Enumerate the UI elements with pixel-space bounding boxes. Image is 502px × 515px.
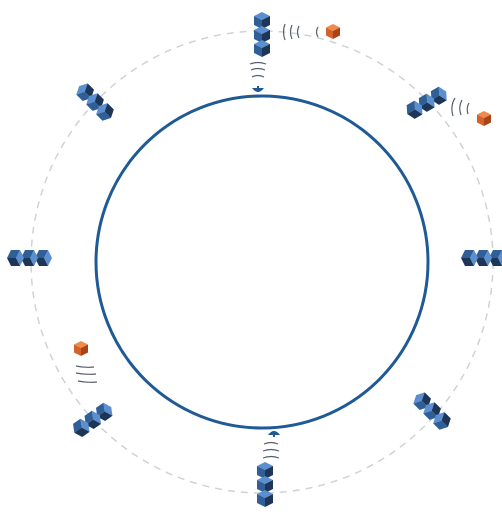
debris-top xyxy=(326,24,340,39)
ground-station-top-icon xyxy=(252,86,264,92)
satellite-left xyxy=(7,250,52,266)
ground-station-bottom-icon xyxy=(268,431,280,437)
signal-waves-left-icon xyxy=(76,366,97,382)
planet-circle xyxy=(96,96,428,428)
satellite-bottom-left xyxy=(70,400,116,439)
satellite-bottom xyxy=(257,462,273,507)
satellite-bottom-right xyxy=(410,389,453,432)
debris-left xyxy=(74,341,88,356)
satellite-top xyxy=(254,12,270,57)
satellite-top-right xyxy=(403,85,450,121)
satellite-right xyxy=(461,250,502,266)
uplink-signal-bottom-icon xyxy=(263,443,279,459)
debris-right xyxy=(477,111,491,126)
signal-waves-right-icon xyxy=(452,98,469,116)
uplink-signal-top-icon xyxy=(250,63,266,78)
signal-waves-top-icon xyxy=(284,24,319,40)
